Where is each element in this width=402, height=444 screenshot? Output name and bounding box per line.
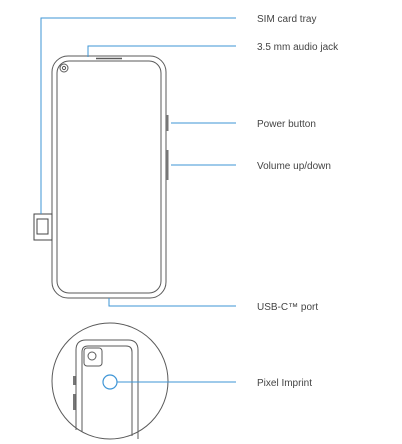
fingerprint-sensor-icon (102, 374, 118, 390)
front-camera-lens (61, 65, 67, 71)
audio-jack-label: 3.5 mm audio jack (257, 42, 339, 53)
fingerprint-label: Pixel Imprint (257, 378, 312, 389)
sim-tray-slot (36, 218, 49, 235)
phone-screen-outline (56, 60, 162, 294)
sim-tray-leader (40, 17, 236, 214)
usb-port-leader (108, 298, 236, 307)
leader-lines (40, 17, 236, 383)
power-button-shape (166, 115, 169, 131)
back-body-inner (81, 345, 133, 436)
rear-camera-lens (87, 351, 97, 361)
volume-button-shape (166, 150, 169, 180)
back-side-button-2 (73, 394, 76, 410)
power-button-label: Power button (257, 119, 316, 130)
sim-tray-label: SIM card tray (257, 14, 316, 25)
audio-jack-leader (87, 45, 236, 57)
volume-label: Volume up/down (257, 161, 331, 172)
front-camera-icon (59, 63, 69, 73)
back-side-button-1 (73, 376, 76, 385)
back-view-circle (51, 322, 169, 440)
phone-front-view (33, 55, 169, 299)
back-body-outline (75, 339, 139, 439)
phone-back-view (51, 322, 169, 440)
phone-body-outline (51, 55, 167, 299)
usb-port-label: USB-C™ port (257, 302, 318, 313)
sim-tray-shape (33, 213, 53, 241)
rear-camera-module-icon (83, 347, 103, 367)
